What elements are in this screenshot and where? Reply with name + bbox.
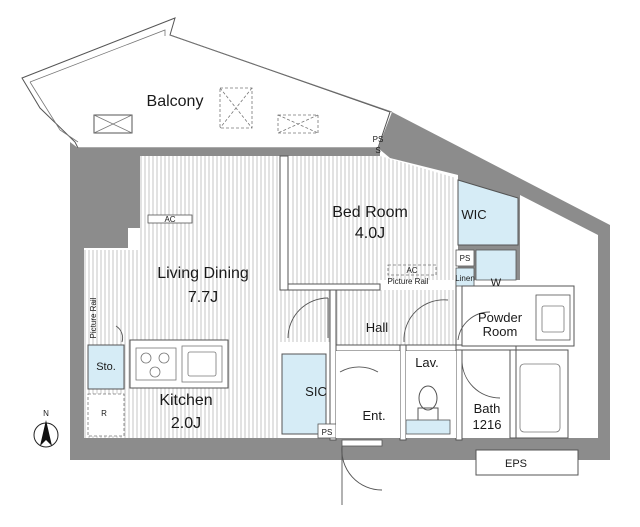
- entrance-label: Ent.: [362, 408, 385, 423]
- ac-outdoor-unit: [277, 114, 319, 134]
- sic-closet: [281, 353, 337, 439]
- interior-walls: [279, 155, 517, 441]
- wic-closet: [457, 179, 519, 246]
- lavatory-label: Lav.: [415, 355, 439, 370]
- bath-size-label: 1216: [473, 417, 502, 432]
- bedroom-label: Bed Room: [332, 204, 408, 221]
- powder-room: [461, 285, 575, 347]
- linen-label: Linen: [455, 274, 475, 283]
- hall-label: Hall: [366, 320, 389, 335]
- washer-label: W: [491, 277, 502, 289]
- s-mark-label: S: [375, 146, 380, 155]
- bedroom-floor: [290, 156, 456, 290]
- storage-closet: [87, 344, 125, 390]
- entrance-area: [336, 351, 400, 447]
- fridge-label: R: [101, 409, 107, 418]
- balcony-area: [21, 17, 393, 149]
- ac-outdoor-unit: [93, 114, 133, 134]
- living-dining-size-label: 7.7J: [188, 289, 218, 306]
- eps-shaft: [475, 449, 579, 476]
- eps-label: EPS: [505, 458, 527, 470]
- kitchen-size-label: 2.0J: [171, 415, 201, 432]
- picture-rail-bedroom-label: Picture Rail: [388, 277, 429, 286]
- living-dining-label: Living Dining: [157, 265, 249, 282]
- washer-area: [455, 249, 517, 287]
- lavatory: [405, 351, 456, 438]
- bathroom: [515, 349, 569, 439]
- outer-walls: [70, 112, 610, 460]
- ac-indoor-bedroom: AC: [387, 264, 437, 276]
- kitchen-counter: [129, 339, 229, 389]
- ps-top-label: PS: [373, 135, 384, 144]
- doors: [115, 297, 501, 505]
- balcony-label: Balcony: [147, 93, 204, 110]
- ac-indoor-living: AC: [147, 214, 193, 224]
- bath-label: Bath: [474, 401, 501, 416]
- bedroom-size-label: 4.0J: [355, 225, 385, 242]
- storage-label: Sto.: [96, 361, 116, 373]
- wic-label: WIC: [461, 207, 486, 222]
- hall-floor: [336, 290, 456, 345]
- ps-wic-label: PS: [460, 254, 471, 263]
- fridge-space: [87, 393, 125, 437]
- ac-outdoor-unit: [219, 87, 253, 129]
- ps-sic-label: PS: [322, 428, 333, 437]
- powder-room-label-line2: Room: [483, 324, 518, 339]
- north-compass-icon: N: [33, 409, 59, 448]
- kitchen-label: Kitchen: [159, 392, 212, 409]
- svg-text:AC: AC: [406, 266, 417, 275]
- compass-north-label: N: [43, 409, 49, 418]
- svg-text:AC: AC: [164, 215, 175, 224]
- sic-label: SIC: [305, 384, 327, 399]
- powder-room-label: Powder: [478, 310, 523, 325]
- picture-rail-living-label: Picture Rail: [89, 297, 98, 338]
